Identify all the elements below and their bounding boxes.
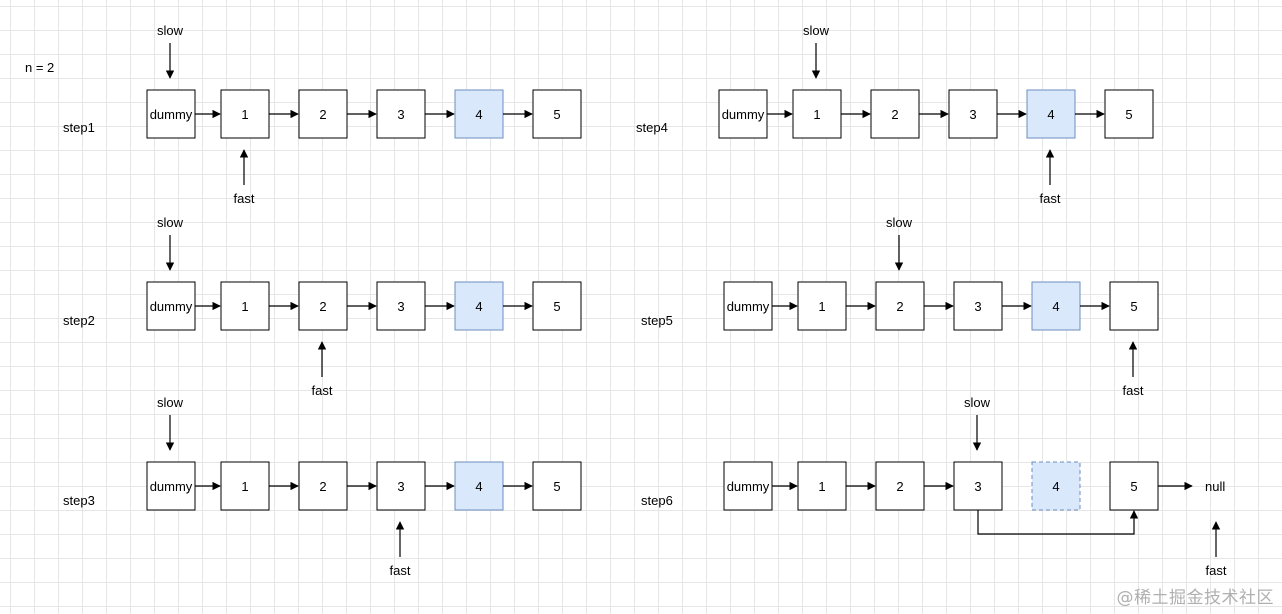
list-node-value: 5: [553, 107, 560, 122]
list-node-value: 3: [974, 479, 981, 494]
list-node-box: [146, 461, 196, 511]
list-node-box: [723, 281, 773, 331]
list-node-box: [1104, 89, 1154, 139]
fast-pointer-label: fast: [312, 383, 333, 398]
fast-pointer-label: fast: [1206, 563, 1227, 578]
step-label: step5: [641, 313, 673, 328]
list-node-value: 4: [475, 299, 482, 314]
list-node-box: [948, 89, 998, 139]
list-node-value: 3: [397, 479, 404, 494]
list-node-value: dummy: [727, 479, 770, 494]
slow-pointer-label: slow: [157, 395, 184, 410]
list-node-box: [875, 281, 925, 331]
list-node-box: [454, 461, 504, 511]
step-group-1: step1 dummy 1 2 3 4 5 slow fast: [63, 23, 582, 206]
list-node-box: [220, 89, 270, 139]
list-node-box: [532, 89, 582, 139]
list-node-value: 4: [1052, 479, 1059, 494]
step-label: step1: [63, 120, 95, 135]
list-node-value: 1: [241, 107, 248, 122]
list-node-box: [792, 89, 842, 139]
list-node-value: 3: [974, 299, 981, 314]
list-node-box: [870, 89, 920, 139]
list-node-value: 2: [319, 479, 326, 494]
list-node-box: [797, 281, 847, 331]
list-node-value: 1: [813, 107, 820, 122]
list-node-value: 1: [241, 299, 248, 314]
list-node-value: 4: [475, 107, 482, 122]
list-node-value: 1: [241, 479, 248, 494]
list-node-value: dummy: [727, 299, 770, 314]
list-node-value: dummy: [150, 107, 193, 122]
step-label: step2: [63, 313, 95, 328]
n-label: n = 2: [25, 60, 54, 75]
step-group-2: step2 dummy 1 2 3 4 5 slow fast: [63, 215, 582, 398]
list-node-box: [454, 89, 504, 139]
list-node-box: [454, 281, 504, 331]
list-node-box: [532, 281, 582, 331]
null-label: null: [1205, 479, 1225, 494]
list-node-value: 2: [896, 299, 903, 314]
slow-pointer-label: slow: [157, 23, 184, 38]
step-label: step4: [636, 120, 668, 135]
list-node-value: 3: [397, 107, 404, 122]
slow-pointer-label: slow: [157, 215, 184, 230]
fast-pointer-label: fast: [390, 563, 411, 578]
list-node-value: 5: [553, 299, 560, 314]
bypass-arrow: [977, 510, 1139, 535]
list-node-value: 4: [1052, 299, 1059, 314]
list-node-value: 1: [818, 479, 825, 494]
list-node-box: [298, 89, 348, 139]
list-node-value: 3: [969, 107, 976, 122]
step-group-3: step3 dummy 1 2 3 4 5 slow fast: [63, 395, 582, 578]
step-label: step6: [641, 493, 673, 508]
list-node-value: dummy: [150, 479, 193, 494]
steps-layer: step1 dummy 1 2 3 4 5 slow fast step2 dummy 1 2 3 4 5 sl…: [63, 23, 1227, 578]
list-node-box: [1109, 461, 1159, 511]
list-node-box: [1026, 89, 1076, 139]
slow-pointer-label: slow: [964, 395, 991, 410]
list-node-value: 1: [818, 299, 825, 314]
fast-pointer-label: fast: [234, 191, 255, 206]
list-node-value: 2: [319, 107, 326, 122]
list-node-box: [532, 461, 582, 511]
list-node-box: [1031, 461, 1081, 511]
list-node-value: 2: [891, 107, 898, 122]
step-label: step3: [63, 493, 95, 508]
step-group-4: step4 dummy 1 2 3 4 5 slow fast: [636, 23, 1154, 206]
list-node-value: 5: [1130, 299, 1137, 314]
list-node-box: [376, 461, 426, 511]
slow-pointer-label: slow: [886, 215, 913, 230]
list-node-value: 5: [1125, 107, 1132, 122]
list-node-box: [220, 461, 270, 511]
list-node-box: [1031, 281, 1081, 331]
list-node-value: 4: [1047, 107, 1054, 122]
list-node-value: dummy: [722, 107, 765, 122]
list-node-box: [146, 89, 196, 139]
list-node-value: 3: [397, 299, 404, 314]
list-node-box: [298, 461, 348, 511]
list-node-box: [718, 89, 768, 139]
list-node-box: [723, 461, 773, 511]
list-node-value: 5: [1130, 479, 1137, 494]
step-group-5: step5 dummy 1 2 3 4 5 slow fast: [641, 215, 1159, 398]
list-node-value: 2: [319, 299, 326, 314]
step-group-6: step6 dummy 1 2 3 4 5 null slow fast: [641, 395, 1227, 578]
list-node-value: 2: [896, 479, 903, 494]
list-node-box: [298, 281, 348, 331]
slow-pointer-label: slow: [803, 23, 830, 38]
watermark: @稀土掘金技术社区: [1116, 588, 1274, 608]
list-node-value: 4: [475, 479, 482, 494]
list-node-box: [1109, 281, 1159, 331]
list-node-value: 5: [553, 479, 560, 494]
list-node-box: [875, 461, 925, 511]
fast-pointer-label: fast: [1040, 191, 1061, 206]
fast-pointer-label: fast: [1123, 383, 1144, 398]
list-node-value: dummy: [150, 299, 193, 314]
